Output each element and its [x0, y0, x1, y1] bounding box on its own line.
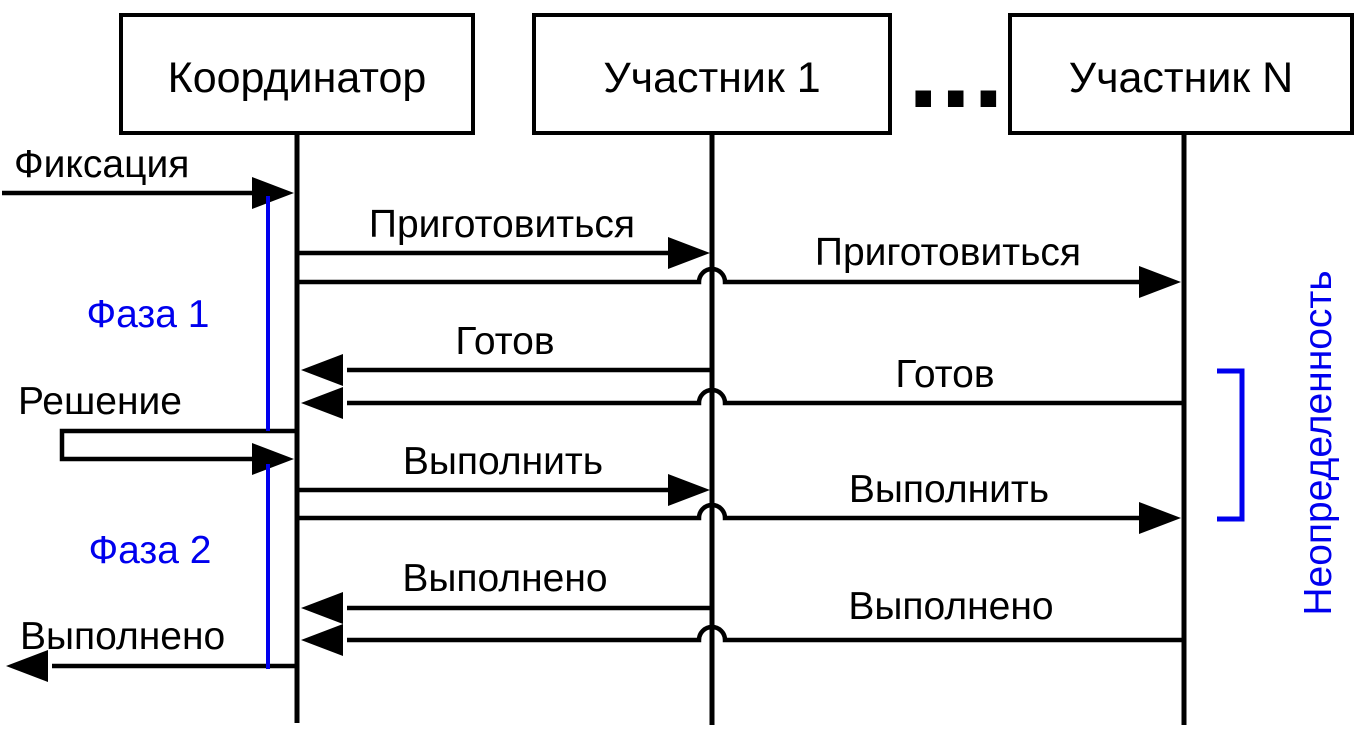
arrowhead-done-out: [6, 650, 48, 682]
arrowhead-prepare-n: [1139, 266, 1181, 298]
message-label-execute-1: Выполнить: [403, 440, 603, 483]
actor-label-participant-1: Участник 1: [603, 54, 820, 102]
message-line-decision: [59, 428, 297, 462]
message-label-done-1: Выполнено: [402, 557, 607, 600]
message-label-prepare-n: Приготовиться: [815, 231, 1081, 274]
message-line-prepare-n: [297, 266, 1143, 285]
actor-box-coordinator: [119, 13, 475, 135]
arrowhead-decision: [252, 443, 294, 475]
message-line-ready-n: [347, 387, 1184, 406]
actor-label-participant-n: Участник N: [1069, 54, 1293, 102]
actor-label-coordinator: Координатор: [168, 54, 427, 102]
message-label-prepare-1: Приготовиться: [369, 203, 635, 246]
uncertainty-label: Неопределенность: [1297, 270, 1340, 615]
message-label-decision: Решение: [18, 380, 182, 423]
actor-box-participant-1: [532, 13, 892, 135]
arrowhead-execute-n: [1139, 502, 1181, 534]
uncertainty-bracket: [1217, 368, 1245, 522]
actors-ellipsis: ...: [908, 8, 1006, 131]
arrowhead-commit-in: [252, 177, 294, 209]
message-line-done-n: [347, 624, 1184, 643]
message-label-done-out: Выполнено: [20, 615, 225, 658]
arrowhead-prepare-1: [668, 237, 710, 269]
message-label-ready-n: Готов: [895, 353, 994, 396]
message-line-execute-n: [297, 502, 1143, 521]
message-label-ready-1: Готов: [455, 320, 554, 363]
arrowhead-done-1: [301, 592, 343, 624]
arrowhead-execute-1: [668, 474, 710, 506]
message-label-done-n: Выполнено: [848, 585, 1053, 628]
arrowhead-ready-1: [301, 354, 343, 386]
actor-box-participant-n: [1008, 13, 1354, 135]
message-label-commit-in: Фиксация: [14, 143, 189, 186]
arrowhead-ready-n: [301, 387, 343, 419]
message-label-execute-n: Выполнить: [849, 468, 1049, 511]
phase-2-label: Фаза 2: [89, 529, 212, 572]
arrowhead-done-n: [301, 624, 343, 656]
phase-1-label: Фаза 1: [87, 293, 210, 336]
